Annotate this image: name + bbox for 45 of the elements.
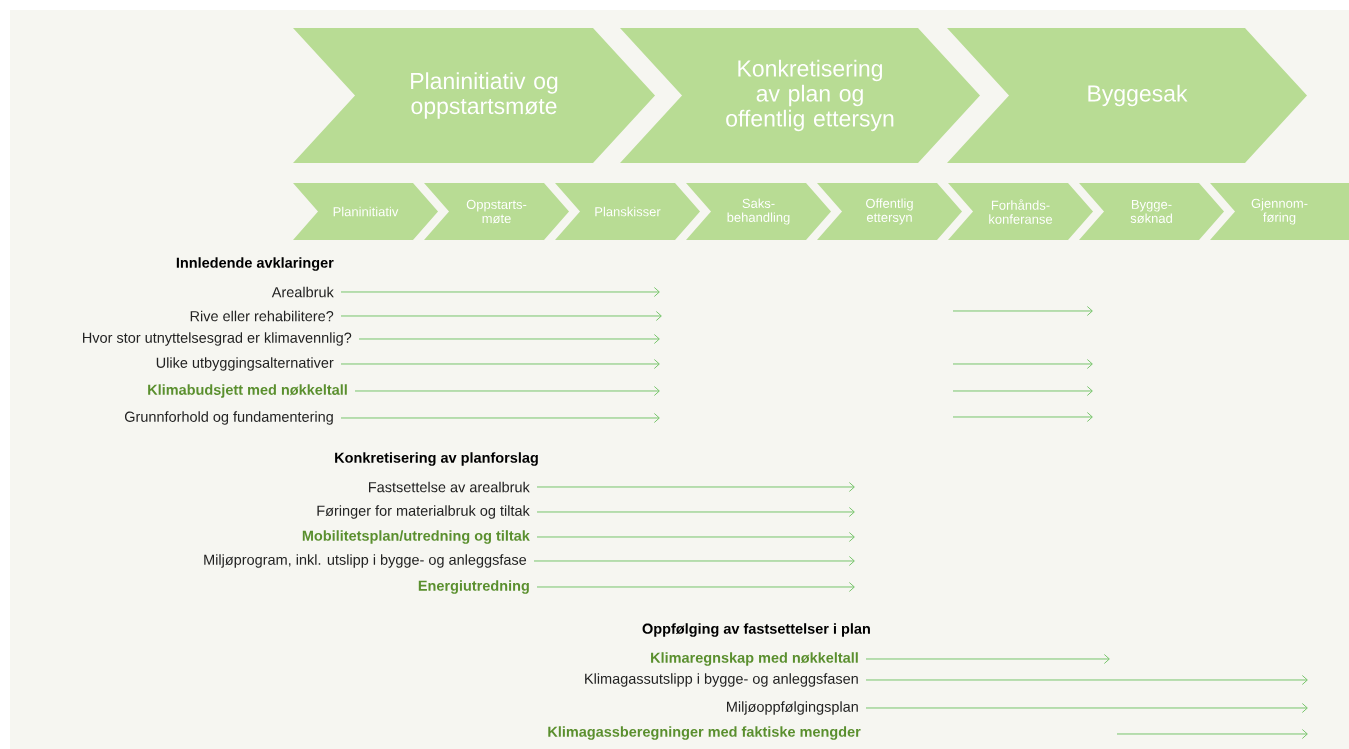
arrow — [865, 703, 1308, 713]
item-text: Hvor stor utnyttelsesgrad er klimavennlig? — [83, 332, 352, 346]
section-heading: Innledende avklaringer — [176, 257, 334, 271]
arrow — [536, 532, 855, 542]
item-text: Grunnforhold og fundamentering — [124, 411, 333, 425]
arrow — [536, 482, 855, 492]
item-text: Rive eller rehabilitere? — [190, 310, 334, 322]
arrow — [340, 311, 662, 321]
item-text: Klimagassutslipp i bygge- og anleggsfasen — [585, 673, 858, 687]
item-text: Arealbruk — [271, 286, 334, 298]
section-heading: Konkretisering av planforslag — [335, 452, 538, 466]
node-label: Planinitiativ og oppstartsmøte — [411, 72, 558, 119]
phase-banner: Planinitiativ og oppstartsmøte — [293, 28, 655, 163]
step-banner: Bygge- søknad — [1079, 183, 1224, 240]
item-text: Energiutredning — [418, 580, 529, 594]
arrow — [536, 507, 855, 517]
step-banner: Saks- behandling — [686, 183, 831, 240]
step-banner: Planinitiativ — [293, 183, 438, 240]
step-banner: Planskisser — [555, 183, 700, 240]
item-text: Ulike utbyggingsalternativer — [156, 357, 334, 371]
node-label: Konkretisering av plan og offentlig ettersyn — [726, 59, 894, 132]
section-heading: Oppfølging av fastsettelser i plan — [642, 623, 870, 637]
arrow — [358, 334, 660, 344]
item-text: Klimaregnskap med nøkkeltall — [651, 652, 858, 666]
item-text: Fastsettelse av arealbruk — [369, 481, 530, 493]
arrow — [536, 582, 855, 592]
phase-banner: Konkretisering av plan og offentlig ettersyn — [620, 28, 980, 163]
phase-banner: Byggesak — [947, 28, 1307, 163]
arrow — [340, 287, 660, 297]
step-banner: Forhånds- konferanse — [948, 183, 1093, 240]
arrow — [340, 359, 660, 369]
item-text: Miljøoppfølgingsplan — [727, 701, 858, 715]
item-text: Mobilitetsplan/utredning og tiltak — [302, 530, 530, 544]
item-text: Miljøprogram, inkl. utslipp i bygge- og anleggsfase — [204, 554, 527, 568]
step-banner: Gjennom- føring — [1210, 183, 1349, 240]
item-text: Klimagassberegninger med faktiske mengder — [548, 726, 861, 740]
item-text: Føringer for materialbruk og tiltak — [317, 505, 530, 519]
step-banner: Offentlig ettersyn — [817, 183, 962, 240]
step-banner: Oppstarts- møte — [424, 183, 569, 240]
arrow — [340, 413, 660, 423]
item-text: Klimabudsjett med nøkkeltall — [148, 384, 347, 398]
arrow — [865, 654, 1110, 664]
arrow — [354, 386, 660, 396]
arrow — [865, 675, 1308, 685]
arrow — [533, 556, 855, 566]
